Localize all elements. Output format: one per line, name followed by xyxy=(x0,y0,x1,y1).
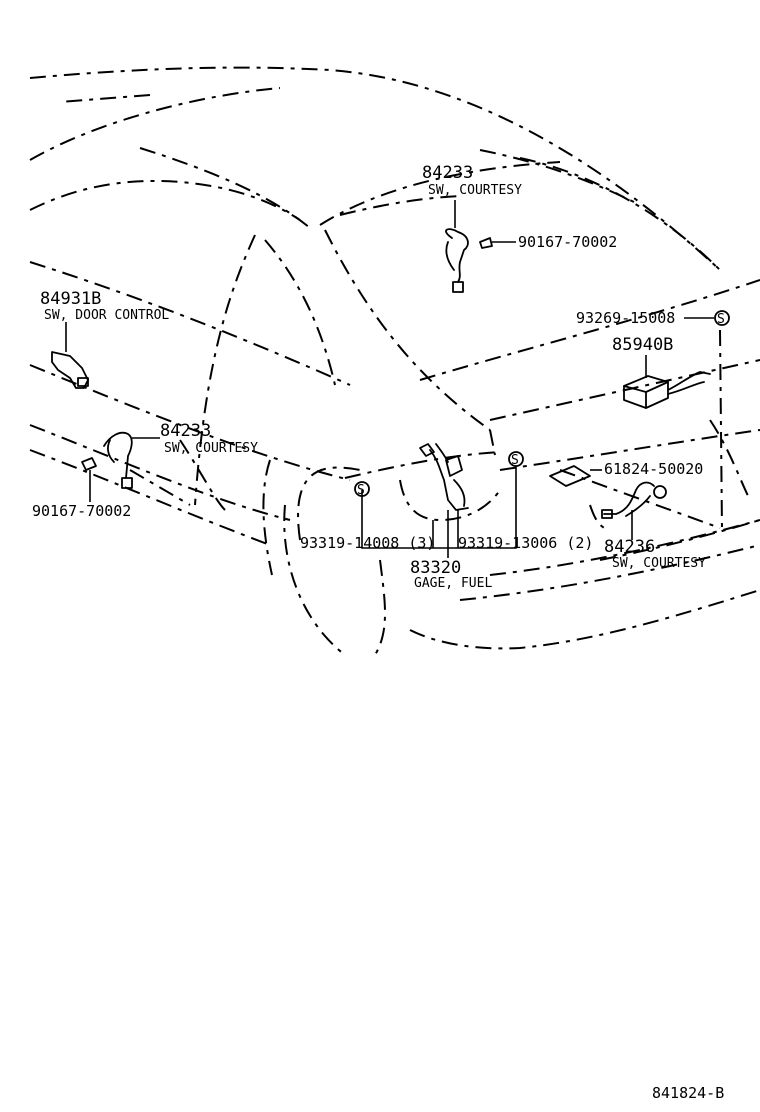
screw-left-part-number: 90167-70002 xyxy=(32,502,131,520)
screw-14008-symbol: S xyxy=(354,481,370,498)
car-body-outline xyxy=(29,66,760,656)
clip-right-part: S xyxy=(714,310,730,327)
courtesy-left-part-number: 84233 xyxy=(160,421,211,441)
courtesy-right-description: SW, COURTESY xyxy=(612,556,706,571)
screw-14008-part-number: 93319-14008 (3) xyxy=(300,534,435,552)
courtesy-switch-top-part xyxy=(445,228,493,293)
clip-right-part-number: 93269-15008 xyxy=(576,309,675,327)
fuel-gage-leaders xyxy=(361,466,517,558)
switch-85940b-part-number: 85940B xyxy=(612,335,673,355)
courtesy-switch-right-part xyxy=(601,481,667,519)
screw-top-part-number: 90167-70002 xyxy=(518,233,617,251)
screw-13006-part-number: 93319-13006 (2) xyxy=(458,534,593,552)
courtesy-top-part-number: 84233 xyxy=(422,163,473,183)
courtesy-switch-left-leaders xyxy=(89,437,160,502)
courtesy-right-part-number: 84236 xyxy=(604,537,655,557)
plate-part-number: 61824-50020 xyxy=(604,460,703,478)
courtesy-switch-top-leaders xyxy=(454,200,516,243)
switch-85940b-part xyxy=(623,371,711,409)
fuel-gage-description: GAGE, FUEL xyxy=(414,576,492,591)
courtesy-top-description: SW, COURTESY xyxy=(428,183,522,198)
door-control-switch-part xyxy=(51,351,89,389)
figure-id: 841824-B xyxy=(652,1084,724,1102)
screw-13006-symbol: S xyxy=(508,451,524,468)
door-control-part-number: 84931B xyxy=(40,289,101,309)
door-control-description: SW, DOOR CONTROL xyxy=(44,308,169,323)
svg-text:S: S xyxy=(357,483,365,498)
fuel-gage-part xyxy=(419,443,469,511)
svg-text:S: S xyxy=(717,312,725,327)
fuel-gage-part-number: 83320 xyxy=(410,558,461,578)
plate-part xyxy=(549,465,591,487)
svg-text:S: S xyxy=(511,453,519,468)
courtesy-switch-left-part xyxy=(81,431,133,489)
courtesy-left-description: SW, COURTESY xyxy=(164,441,258,456)
